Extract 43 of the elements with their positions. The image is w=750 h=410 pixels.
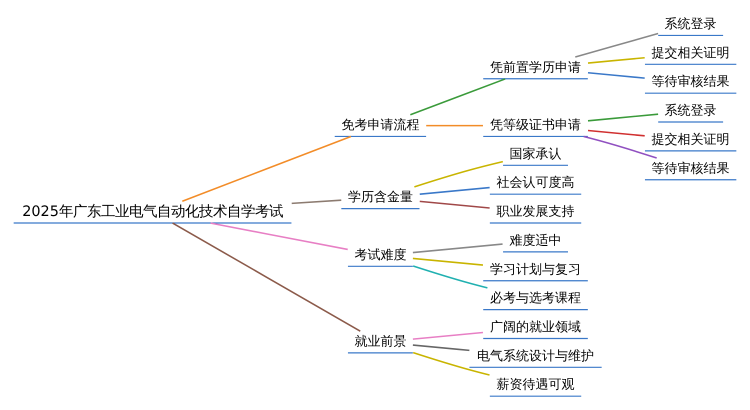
node-text: 考试难度: [354, 248, 406, 263]
node-text: 社会认可度高: [496, 176, 575, 191]
node-text: 难度适中: [510, 233, 562, 248]
node-text: 提交相关证明: [652, 46, 730, 61]
node-text: 学历含金量: [348, 190, 413, 206]
connector: [412, 344, 470, 352]
node-text: 就业前景: [354, 334, 406, 350]
connector: [588, 130, 645, 137]
connector: [426, 124, 483, 126]
node-text: 国家承认: [510, 146, 562, 162]
connector: [210, 222, 348, 250]
connector: [588, 72, 645, 79]
connector: [588, 113, 658, 122]
connector: [583, 136, 657, 159]
node-text: 必考与选考课程: [490, 291, 582, 306]
node-text: 系统登录: [664, 104, 717, 119]
node-text: 电气系统设计与维护: [477, 348, 594, 364]
node-text: 职业发展支持: [496, 204, 575, 220]
connector: [412, 332, 484, 340]
node-text: 学习计划与复习: [490, 262, 582, 278]
connector: [575, 32, 658, 58]
node-text: 提交相关证明: [652, 132, 730, 148]
connector: [588, 56, 645, 64]
connector: [172, 222, 361, 332]
connector: [412, 265, 488, 289]
node-text: 等待审核结果: [652, 161, 730, 176]
node-text: 系统登录: [664, 17, 717, 32]
connector: [412, 243, 503, 254]
connector: [292, 199, 342, 204]
node-text: 等待审核结果: [652, 74, 730, 90]
connector: [182, 136, 352, 202]
connector: [420, 186, 490, 195]
connector: [412, 258, 484, 266]
connector: [412, 352, 490, 376]
node-text: 薪资待遇可观: [496, 378, 575, 393]
node-text: 2025年广东工业电气自动化技术自学考试: [22, 204, 283, 220]
node-text: 广阔的就业领域: [490, 320, 582, 336]
node-text: 免考申请流程: [341, 118, 420, 134]
node-text: 凭等级证书申请: [490, 118, 582, 134]
connector: [420, 200, 490, 209]
connector: [414, 160, 504, 188]
node-text: 凭前置学历申请: [490, 60, 582, 76]
connector: [410, 78, 506, 116]
